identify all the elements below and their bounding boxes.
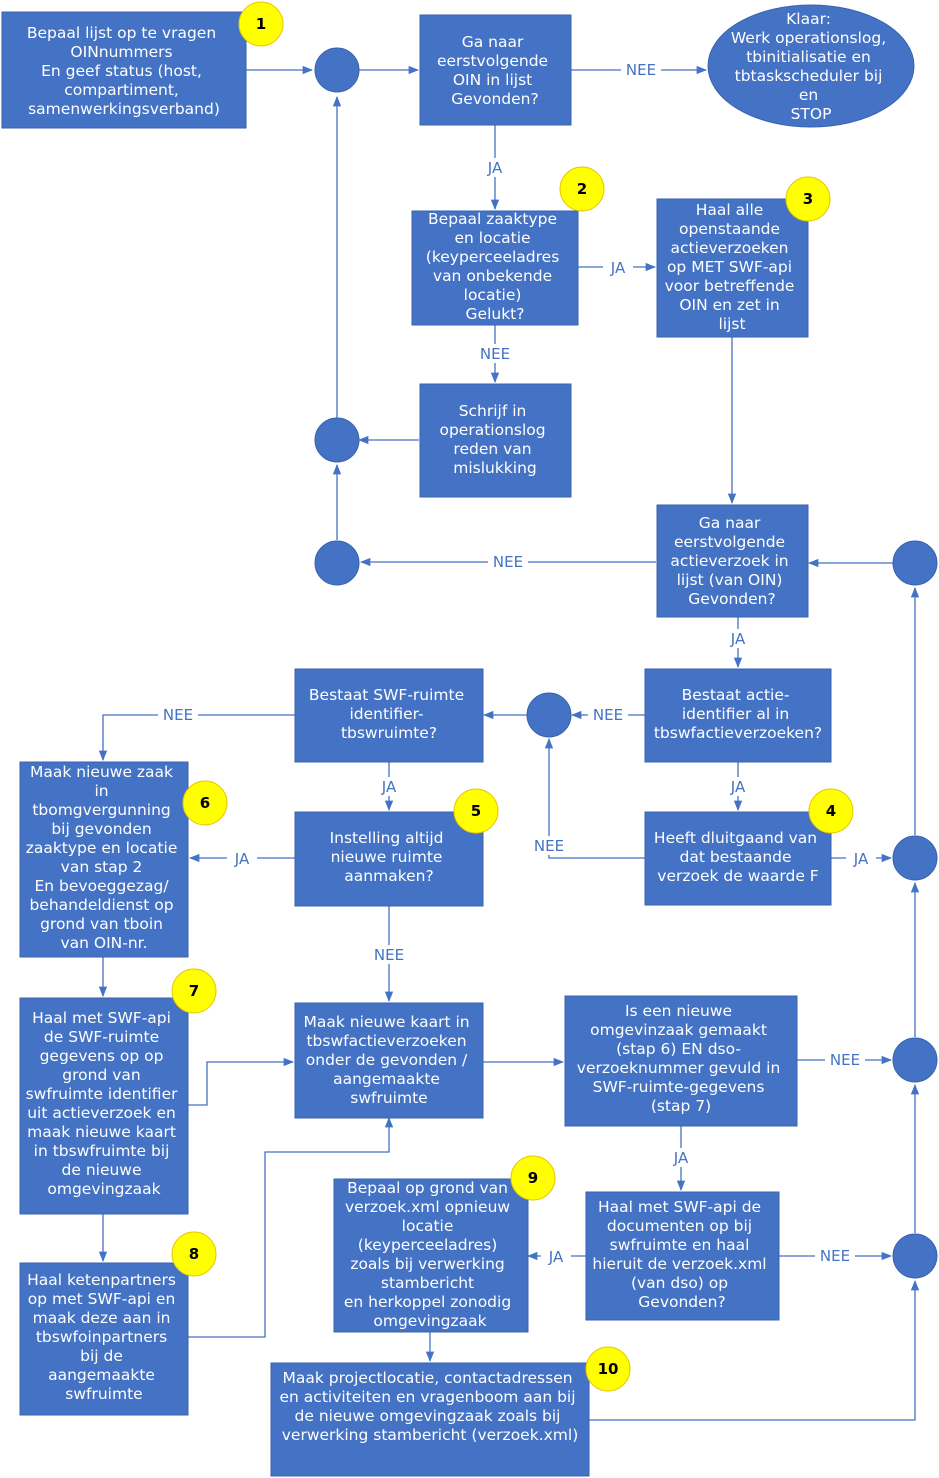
edge-partners-to-new-card: [188, 1116, 394, 1338]
edge-labels: NEE JA JA NEE NEE JA NEE NEE JA JA NEE J…: [158, 60, 876, 1266]
text-new-card: Maak nieuwe kaart in tbswfactieverzoeken…: [303, 1013, 474, 1107]
junction-right-4: [892, 1233, 938, 1279]
text-action-exists: Bestaat actie- identifier al in tbswfact…: [654, 686, 822, 742]
edge-label-fetch-docs-nee: NEE: [820, 1247, 850, 1265]
badge-5: 5: [453, 788, 499, 834]
text-outgoing-f: Heeft dluitgaand van dat bestaande verzo…: [654, 829, 822, 885]
junctions: [314, 47, 938, 1279]
text-fetch-docs: Haal met SWF-api de documenten op bij sw…: [592, 1198, 771, 1311]
edge-label-zaaktype-ja: JA: [610, 259, 626, 277]
badge-7: 7: [171, 968, 217, 1014]
svg-text:10: 10: [598, 1360, 619, 1378]
box-partners: [19, 1262, 189, 1416]
edge-label-check-ja: JA: [673, 1149, 689, 1167]
text-fetch-space: Haal met SWF-api de SWF-ruimte gegevens …: [26, 1009, 183, 1198]
edge-label-check-nee: NEE: [830, 1051, 860, 1069]
edge-label-space-exists-nee: NEE: [163, 706, 193, 724]
edge-label-always-new-nee: NEE: [374, 946, 404, 964]
edge-label-next-oin-ja: JA: [487, 159, 503, 177]
box-new-card: [294, 1002, 484, 1119]
text-zaaktype: Bepaal zaaktype en locatie (keyperceelad…: [426, 210, 564, 323]
box-outgoing-f: [644, 811, 832, 906]
text-relocate: Bepaal op grond van verzoek.xml opnieuw …: [344, 1179, 516, 1330]
junction-action: [526, 692, 572, 738]
text-project: Maak projectlocatie, contactadressen en …: [280, 1369, 581, 1444]
badge-1: 1: [238, 1, 284, 47]
box-space-exists: [294, 668, 484, 763]
box-next-oin: [419, 14, 572, 126]
junction-right-1: [892, 540, 938, 586]
text-new-zaak-check: Is een nieuwe omgevinzaak gemaakt (stap …: [577, 1002, 785, 1115]
text-partners: Haal ketenpartners op met SWF-api en maa…: [27, 1271, 181, 1403]
svg-text:7: 7: [189, 982, 199, 1000]
svg-text:5: 5: [471, 802, 481, 820]
edge-space-exists-to-new-zaak: [98, 714, 295, 762]
box-relocate: [333, 1178, 529, 1333]
badge-2: 2: [559, 166, 605, 212]
box-fetch-requests: [656, 198, 809, 338]
edge-label-space-exists-ja: JA: [381, 778, 397, 796]
text-done: Klaar: Werk operationslog, tbinitialisat…: [731, 10, 891, 123]
box-next-request: [656, 504, 809, 618]
process-boxes: [1, 4, 915, 1477]
svg-text:2: 2: [577, 180, 587, 198]
edge-label-next-oin-nee: NEE: [626, 61, 656, 79]
text-start: Bepaal lijst op te vragen OINnummers En …: [27, 24, 221, 118]
box-always-new: [294, 811, 484, 907]
badge-3: 3: [785, 176, 831, 222]
edge-label-action-exists-ja: JA: [730, 778, 746, 796]
svg-text:4: 4: [826, 802, 836, 820]
box-texts: Bepaal lijst op te vragen OINnummers En …: [26, 10, 891, 1444]
junction-log: [314, 417, 360, 463]
edge-label-outgoing-f-ja: JA: [853, 850, 869, 868]
edge-fetch-space-to-new-card: [188, 1057, 295, 1106]
text-new-zaak: Maak nieuwe zaak in tbomgvergunning bij …: [26, 763, 183, 952]
box-new-zaak-check: [564, 995, 798, 1127]
svg-text:3: 3: [803, 190, 813, 208]
edge-label-action-exists-nee: NEE: [593, 706, 623, 724]
edge-project-to-right-junction: [589, 1279, 920, 1421]
junction-right-2: [892, 835, 938, 881]
badge-4: 4: [808, 788, 854, 834]
text-next-oin: Ga naar eerstvolgende OIN in lijst Gevon…: [437, 33, 553, 108]
badge-8: 8: [171, 1231, 217, 1277]
box-action-exists: [644, 668, 832, 763]
svg-text:8: 8: [189, 1245, 199, 1263]
box-done: [707, 4, 915, 128]
box-zaaktype: [411, 210, 579, 326]
edge-label-zaaktype-nee: NEE: [480, 345, 510, 363]
junction-right-3: [892, 1037, 938, 1083]
edge-label-fetch-docs-ja: JA: [548, 1248, 564, 1266]
box-fetch-space: [19, 997, 189, 1215]
edge-label-next-request-ja: JA: [730, 630, 746, 648]
junction-next-request: [314, 540, 360, 586]
text-always-new: Instelling altijd nieuwe ruimte aanmaken…: [330, 829, 449, 885]
badge-9: 9: [510, 1155, 556, 1201]
box-write-log: [419, 383, 572, 498]
edge-label-next-request-nee: NEE: [493, 553, 523, 571]
badge-10: 10: [585, 1346, 631, 1392]
junction-top: [314, 47, 360, 93]
svg-text:1: 1: [256, 15, 266, 33]
badge-6: 6: [182, 780, 228, 826]
text-space-exists: Bestaat SWF-ruimte identifier- tbswruimt…: [309, 686, 469, 742]
edge-label-always-new-ja: JA: [234, 850, 250, 868]
text-next-request: Ga naar eerstvolgende actieverzoek in li…: [670, 514, 793, 608]
edge-label-outgoing-f-nee: NEE: [534, 837, 564, 855]
edge-outgoing-f-to-junction: [544, 737, 645, 859]
box-fetch-docs: [585, 1191, 780, 1321]
svg-text:6: 6: [200, 794, 210, 812]
box-project: [270, 1362, 590, 1477]
box-new-zaak: [19, 761, 189, 958]
svg-text:9: 9: [528, 1169, 538, 1187]
text-write-log: Schrijf in operationslog reden van mislu…: [439, 402, 550, 477]
step-badges: 1 2 3 4 5 6 7 8: [171, 1, 854, 1392]
box-start: [1, 11, 247, 129]
text-fetch-requests: Haal alle openstaande actieverzoeken op …: [665, 201, 800, 333]
